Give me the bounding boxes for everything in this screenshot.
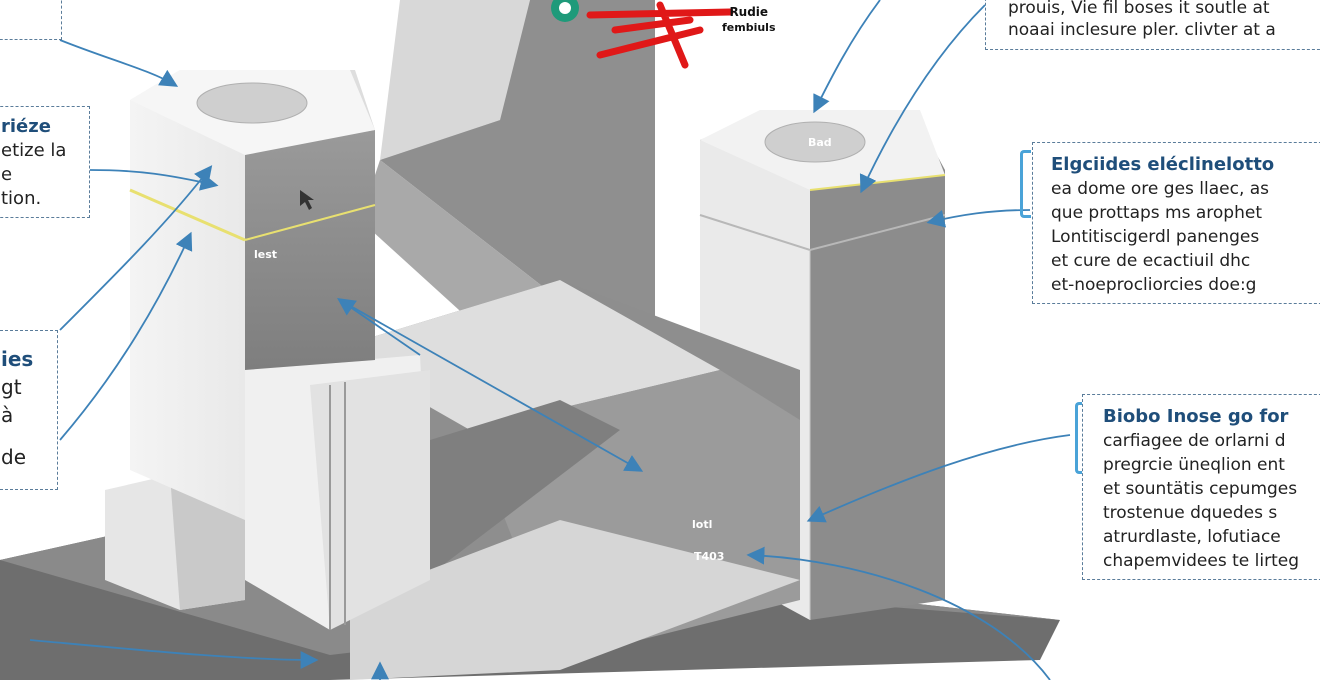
callout-right-mid: Elgciides eléclinelotto ea dome ore ges … [1032, 142, 1320, 304]
callout-right-bottom-line-5: atrurdlaste, lofutiace [1103, 527, 1281, 547]
callout-right-mid-line-5: et-noeprocliorcies doe:g [1051, 275, 1257, 295]
central-wedge-tower [360, 0, 655, 330]
logo-mark [551, 0, 734, 69]
callout-left-2-line-3 [1, 429, 57, 443]
logo-text: Rudie fembiuls [722, 4, 776, 36]
callout-left-1: riéze etize la e tion. [0, 106, 90, 218]
callout-left-2-line-1: gt [1, 375, 22, 399]
model-label-front-2: T403 [694, 550, 725, 563]
callout-right-mid-line-3: Lontitiscigerdl panenges [1051, 227, 1260, 247]
callout-top-left-tab [0, 0, 40, 8]
model-label-left-tower: lest [254, 248, 278, 261]
callout-left-2-line-2: à [1, 403, 14, 427]
callout-left-1-line-1: etize la [1, 140, 67, 161]
cursor-icon [300, 190, 314, 210]
callout-left-2-line-4: de [1, 445, 26, 469]
callout-right-top: prouis, Vie fil boses it soutle at noaai… [985, 0, 1320, 50]
callout-right-bottom-line-1: carfiagee de orlarni d [1103, 431, 1286, 451]
callout-right-top-line-1: prouis, Vie fil boses it soutle at [1008, 0, 1270, 18]
callout-left-2: ies gt à de [0, 330, 58, 490]
left-tower [129, 70, 376, 520]
callout-right-mid-line-2: que prottaps ms arophet [1051, 203, 1262, 223]
callout-right-mid-bracket [1020, 150, 1031, 218]
callout-right-bottom: Biobo Inose go for carfiagee de orlarni … [1082, 394, 1320, 580]
callout-right-mid-line-1: ea dome ore ges llaec, as [1051, 179, 1270, 199]
model-label-right-tower: Bad [808, 136, 832, 149]
callout-left-1-line-3: tion. [1, 188, 42, 209]
callout-right-bottom-line-3: et sountätis cepumges [1103, 479, 1298, 499]
sloped-block [330, 280, 800, 680]
callout-top-left [0, 0, 62, 40]
leader-lines [29, 0, 1071, 680]
callout-left-1-heading: riéze [1, 116, 51, 137]
model-label-front-1: lotl [692, 518, 713, 531]
callout-left-2-heading: ies [1, 347, 34, 371]
callout-right-top-line-2: noaai inclesure pler. clivter at a [1008, 20, 1276, 40]
callout-left-1-line-2: e [1, 164, 13, 185]
front-stepped-blocks [105, 355, 430, 630]
logo-line-1: Rudie [729, 5, 769, 19]
callout-right-bottom-heading: Biobo Inose go for [1103, 406, 1289, 427]
callout-right-bottom-bracket [1075, 402, 1086, 474]
callout-right-bottom-line-2: pregrcie üneqlion ent [1103, 455, 1285, 475]
callout-right-mid-heading: Elgciides eléclinelotto [1051, 154, 1275, 175]
callout-right-bottom-line-4: trostenue dquedes s [1103, 503, 1278, 523]
callout-right-bottom-line-6: chapemvidees te lirteg [1103, 551, 1299, 571]
callout-right-mid-line-4: et cure de ecactiuil dhc [1051, 251, 1251, 271]
logo-line-2: fembiuls [722, 21, 776, 34]
